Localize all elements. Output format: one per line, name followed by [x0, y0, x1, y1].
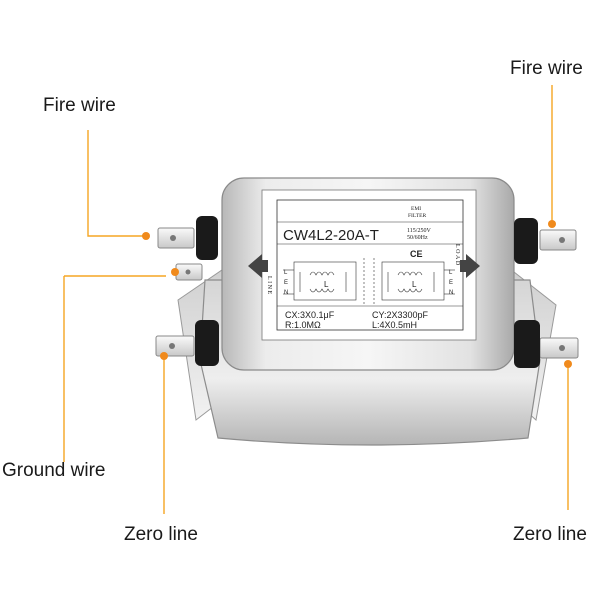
leader-lines [63, 85, 569, 514]
spec-cx: CX:3X0.1μF [285, 310, 335, 320]
schematic-n-left: N [284, 290, 288, 296]
terminal-fire-wire-left [157, 216, 218, 260]
voltage-rating: 115/250V [407, 228, 431, 234]
schematic-e-right: E [449, 280, 453, 286]
callout-fire-wire-left: Fire wire [43, 95, 116, 116]
schematic-l-left: L [284, 270, 288, 276]
schematic-e-left: E [284, 280, 288, 286]
callout-ground-wire: Ground wire [2, 460, 106, 481]
line-text: LINE [266, 276, 272, 296]
schematic-coil-right: L [412, 280, 417, 289]
callout-fire-wire-right: Fire wire [510, 58, 583, 79]
arrow-left-icon [248, 254, 268, 278]
spec-r: R:1.0MΩ [285, 320, 321, 330]
schematic-n-right: N [449, 290, 453, 296]
emi-text: EMI [411, 206, 421, 212]
callout-zero-line-right: Zero line [513, 524, 587, 545]
terminal-fire-wire-right [514, 218, 577, 264]
spec-cy: CY:2X3300pF [372, 310, 429, 320]
ce-mark: CE [410, 249, 423, 259]
spec-l: L:4X0.5mH [372, 320, 417, 330]
leader-dots [142, 220, 572, 368]
filter-text: FILTER [408, 213, 426, 219]
frequency-rating: 50/60Hz [407, 235, 428, 241]
terminal-zero-line-left [155, 320, 219, 366]
model-number: CW4L2-20A-T [283, 227, 379, 244]
terminal-zero-line-right [514, 320, 579, 368]
arrow-right-icon [460, 254, 480, 278]
schematic-l-right: L [449, 270, 453, 276]
callout-zero-line-left: Zero line [124, 524, 198, 545]
circuit-schematic [283, 258, 455, 304]
load-text: LOAD [454, 244, 460, 267]
schematic-coil-left: L [324, 280, 329, 289]
terminal-ground-left [175, 263, 203, 281]
